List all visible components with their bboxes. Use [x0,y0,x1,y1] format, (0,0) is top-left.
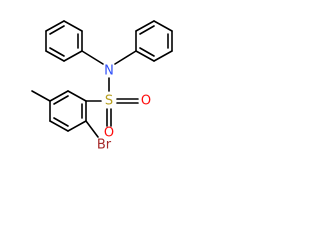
bond [81,50,104,65]
double-bond [49,47,65,57]
double-bond [139,47,155,57]
bond [67,90,87,102]
bond [114,50,137,65]
double-bond [139,25,155,35]
bromine-label: Br [97,138,112,153]
bond [67,120,87,132]
atom-labels: N S O O Br [97,64,151,153]
oxygen-right-label: O [141,94,151,109]
oxygen-bottom-label: O [104,126,114,141]
bromotoluene-ring [49,90,87,132]
bond [45,20,65,32]
right-phenyl-ring [135,20,173,62]
left-phenyl-ring [45,20,83,62]
double-bond [49,25,65,35]
sulfonyl-bonds [85,98,139,127]
double-bond [53,95,69,105]
nitrogen-label: N [104,64,114,79]
methyl-bond [31,90,51,102]
bond [63,50,83,62]
nitrogen-bonds [81,50,137,92]
bond [153,50,173,62]
bond [49,120,69,132]
bond [153,20,173,32]
bond [45,50,65,62]
bond [63,20,83,32]
molecule-structure: N S O O Br [31,20,173,153]
sulfur-label: S [105,94,113,109]
bond [135,20,155,32]
double-bond [53,117,69,127]
bromine-bond [85,120,99,138]
bond [49,90,69,102]
bond [135,50,155,62]
